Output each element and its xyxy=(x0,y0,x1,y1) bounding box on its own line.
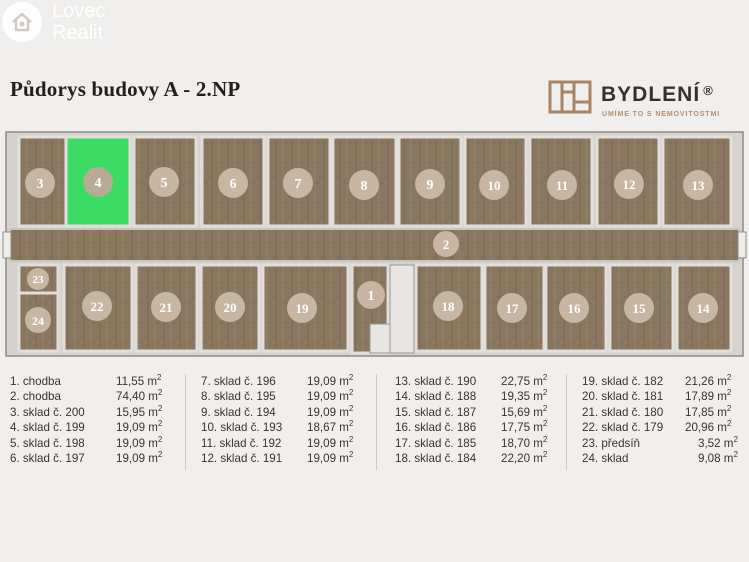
room-label: 9 xyxy=(427,178,434,193)
room-label: 10 xyxy=(488,178,501,193)
company-name: BYDLENÍ® xyxy=(601,83,714,106)
room-16-floor[interactable] xyxy=(544,263,608,353)
room-label: 19 xyxy=(296,301,310,316)
room-label: 8 xyxy=(361,179,368,194)
page-title: Půdorys budovy A - 2.NP xyxy=(10,77,241,101)
floor-plan: 3 4 5 6 7 8 9 10 11 12 13 2 23 24 22 21 … xyxy=(2,131,747,357)
house-icon xyxy=(2,2,42,42)
room-labels: 3 4 5 6 7 8 9 10 11 12 13 2 23 24 22 21 … xyxy=(32,176,710,328)
room-label: 15 xyxy=(633,301,647,316)
room-2-floor[interactable] xyxy=(9,228,740,262)
legend-divider xyxy=(566,374,567,470)
company-logo: BYDLENÍ® UMÍME TO S NEMOVITOSTMI xyxy=(548,78,748,122)
legend-divider xyxy=(185,374,186,470)
room-label: 1 xyxy=(368,289,375,304)
room-label: 18 xyxy=(442,299,456,314)
room-label: 13 xyxy=(692,178,706,193)
room-label: 20 xyxy=(224,300,237,315)
company-tagline: UMÍME TO S NEMOVITOSTMI xyxy=(602,111,721,118)
legend-divider xyxy=(376,374,377,470)
room-label: 4 xyxy=(95,176,102,191)
room-label: 21 xyxy=(160,300,173,315)
staircase xyxy=(369,264,415,354)
room-9-floor[interactable] xyxy=(397,135,463,228)
bydleni-mark-icon xyxy=(548,80,592,114)
room-label: 5 xyxy=(161,176,168,191)
room-label: 24 xyxy=(32,314,44,328)
room-label: 12 xyxy=(623,177,636,192)
room-label: 14 xyxy=(697,301,711,316)
room-label: 17 xyxy=(506,301,520,316)
room-label: 11 xyxy=(556,178,568,193)
room-22-floor[interactable] xyxy=(62,263,134,353)
room-label: 7 xyxy=(295,177,302,192)
room-badges xyxy=(25,167,718,333)
room-label: 22 xyxy=(91,299,104,314)
room-label: 3 xyxy=(37,177,44,192)
room-label: 2 xyxy=(443,237,450,252)
room-label: 23 xyxy=(33,274,45,286)
room-label: 6 xyxy=(230,177,237,192)
room-label: 16 xyxy=(568,301,582,316)
